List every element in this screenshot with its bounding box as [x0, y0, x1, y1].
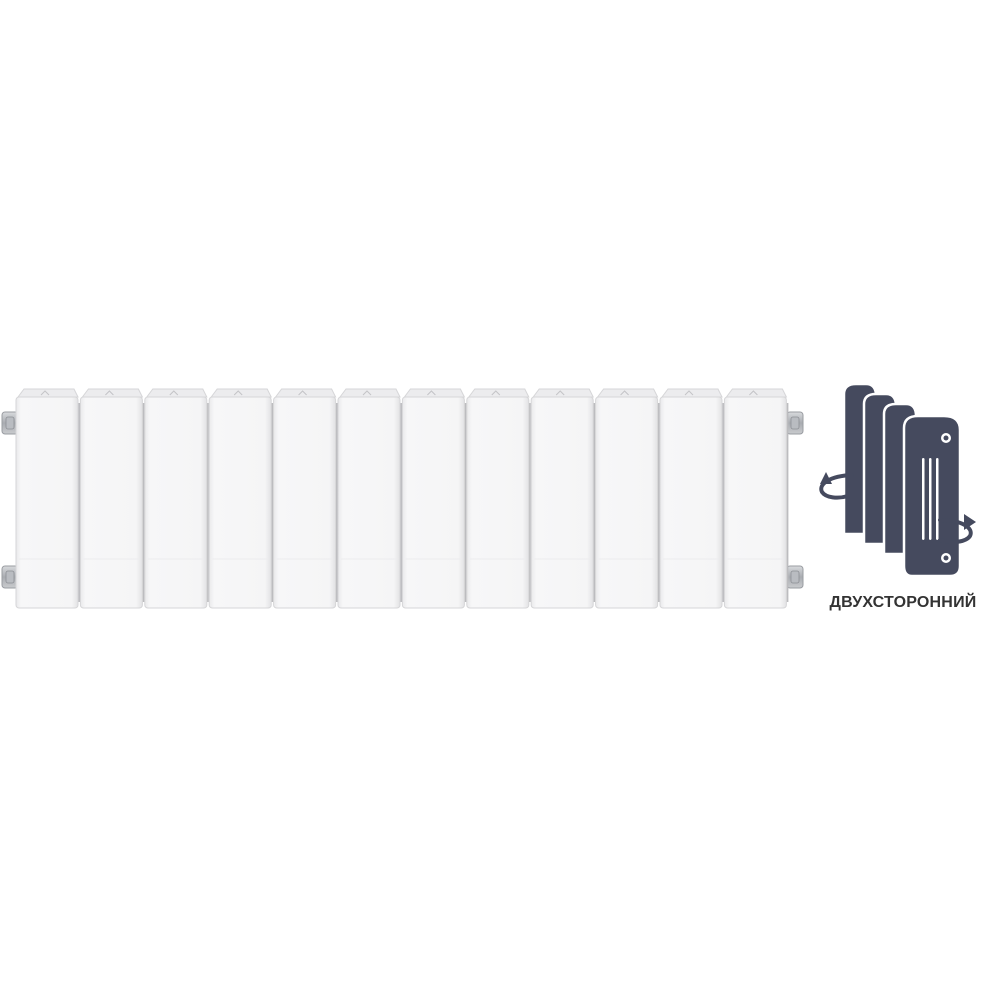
arrow-head-left-icon	[820, 472, 832, 484]
rotate-arrow-right-icon	[938, 518, 973, 545]
two-sided-connection-radiator-icon	[819, 382, 976, 578]
radiator-section	[79, 388, 145, 609]
radiator-section	[723, 388, 789, 609]
radiator-section	[401, 388, 467, 609]
radiator-section	[595, 388, 660, 609]
connection-type-label: ДВУХСТОРОННИЙ	[829, 594, 977, 611]
radiator-plug	[786, 411, 804, 435]
radiator-section	[466, 388, 531, 609]
arrow-head-right-icon	[964, 514, 976, 530]
rotate-arrow-left-icon	[819, 473, 854, 500]
icon-radiator-front	[902, 414, 962, 578]
radiator-plug	[1, 565, 19, 589]
radiator-section	[15, 388, 80, 609]
radiator-plug	[786, 565, 804, 589]
radiator-section	[337, 388, 402, 609]
radiator-section	[208, 388, 274, 609]
radiator-section	[530, 388, 596, 609]
radiator-section	[659, 388, 724, 609]
radiator-sections	[15, 388, 789, 609]
radiator-section	[144, 388, 209, 609]
radiator-section	[273, 388, 338, 609]
